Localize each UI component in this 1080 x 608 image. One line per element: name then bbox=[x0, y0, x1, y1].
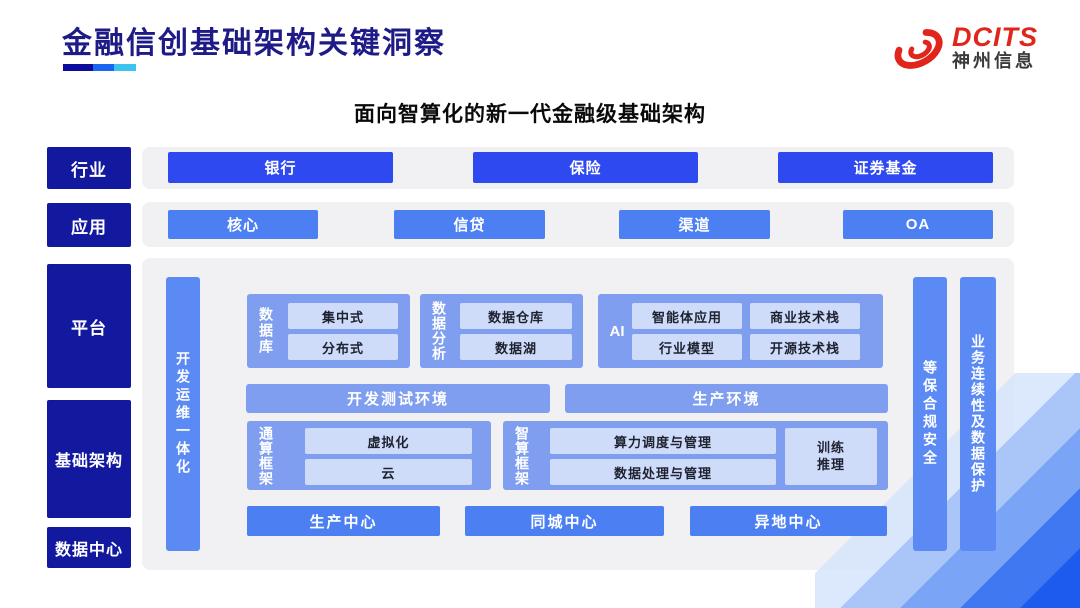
page-title: 金融信创基础架构关键洞察 bbox=[62, 27, 446, 60]
group-database: 数据库 集中式 分布式 bbox=[247, 294, 410, 368]
dcits-swirl-icon bbox=[890, 20, 946, 76]
company-logo: DCITS 神州信息 bbox=[890, 16, 1060, 80]
layer-label-datacenter: 数据中心 bbox=[47, 527, 131, 568]
analytics-item-warehouse: 数据仓库 bbox=[460, 303, 572, 329]
ai-compute-label: 智算框架 bbox=[514, 425, 530, 486]
general-item-virtualization: 虚拟化 bbox=[305, 428, 472, 454]
group-general-compute: 通算框架 虚拟化 云 bbox=[247, 421, 491, 490]
group-ai-compute: 智算框架 算力调度与管理 数据处理与管理 训练 推理 bbox=[503, 421, 888, 490]
layer-label-industry: 行业 bbox=[47, 147, 131, 189]
ai-item-industry-model: 行业模型 bbox=[632, 334, 742, 360]
center-same-city: 同城中心 bbox=[465, 506, 664, 536]
ai-item-commercial-stack: 商业技术栈 bbox=[750, 303, 860, 329]
app-item-oa: OA bbox=[843, 210, 993, 239]
layer-label-application: 应用 bbox=[47, 203, 131, 247]
ai-compute-item-scheduling: 算力调度与管理 bbox=[550, 428, 776, 454]
group-data-analytics: 数据分析 数据仓库 数据湖 bbox=[420, 294, 583, 368]
logo-company-text: 神州信息 bbox=[952, 50, 1036, 71]
title-underline-segment bbox=[114, 64, 136, 71]
app-item-credit: 信贷 bbox=[394, 210, 545, 239]
title-underline-segment bbox=[63, 64, 93, 71]
layer-label-infrastructure: 基础架构 bbox=[47, 400, 131, 518]
group-ai-label: AI bbox=[609, 322, 625, 340]
layer-label-platform: 平台 bbox=[47, 264, 131, 388]
ai-item-agent-app: 智能体应用 bbox=[632, 303, 742, 329]
industry-item-bank: 银行 bbox=[168, 152, 393, 183]
industry-item-securities-funds: 证券基金 bbox=[778, 152, 993, 183]
title-underline-segment bbox=[93, 64, 114, 71]
database-item-centralized: 集中式 bbox=[288, 303, 398, 329]
analytics-item-datalake: 数据湖 bbox=[460, 334, 572, 360]
diagram-title: 面向智算化的新一代金融级基础架构 bbox=[354, 103, 706, 126]
group-analytics-label: 数据分析 bbox=[431, 301, 447, 361]
general-compute-label: 通算框架 bbox=[258, 425, 274, 486]
database-item-distributed: 分布式 bbox=[288, 334, 398, 360]
env-production: 生产环境 bbox=[565, 384, 888, 413]
app-item-core: 核心 bbox=[168, 210, 318, 239]
center-remote: 异地中心 bbox=[690, 506, 887, 536]
center-production: 生产中心 bbox=[247, 506, 440, 536]
app-item-channel: 渠道 bbox=[619, 210, 770, 239]
env-dev-test: 开发测试环境 bbox=[246, 384, 550, 413]
ai-compute-item-dataprocessing: 数据处理与管理 bbox=[550, 459, 776, 485]
group-ai: AI 智能体应用 商业技术栈 行业模型 开源技术栈 bbox=[598, 294, 883, 368]
ai-item-opensource-stack: 开源技术栈 bbox=[750, 334, 860, 360]
pillar-devops-integration: 开发运维一体化 bbox=[166, 277, 200, 551]
logo-brand-text: DCITS bbox=[952, 21, 1038, 52]
industry-item-insurance: 保险 bbox=[473, 152, 698, 183]
pillar-compliance-security: 等保合规安全 bbox=[913, 277, 947, 551]
pillar-business-continuity: 业务连续性及数据保护 bbox=[960, 277, 996, 551]
general-item-cloud: 云 bbox=[305, 459, 472, 485]
ai-compute-item-train-infer: 训练 推理 bbox=[785, 428, 877, 485]
group-database-label: 数据库 bbox=[258, 307, 274, 355]
